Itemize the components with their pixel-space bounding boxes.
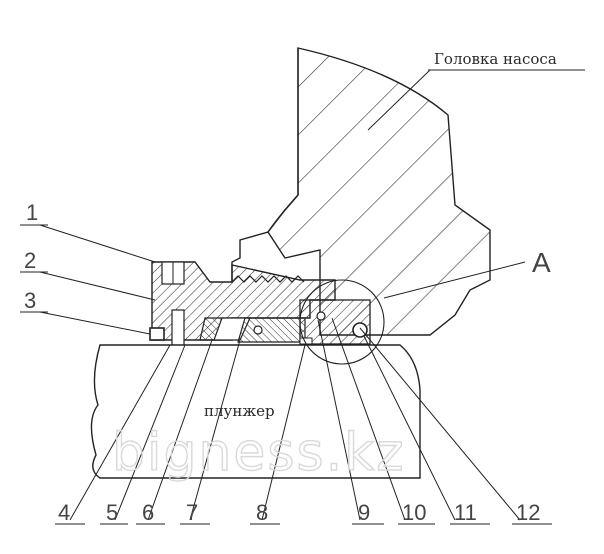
part-number-9: 9 [358,500,370,525]
part-number-5: 5 [106,500,118,525]
seal-rings [149,299,371,345]
leader-lines [20,69,585,525]
pump-head [231,47,491,336]
part-number-2: 2 [24,248,36,273]
plunger [90,344,421,479]
plunger-label: плунжер [204,402,275,420]
part-number-4: 4 [58,500,70,525]
part-number-10: 10 [402,500,426,525]
part-number-7: 7 [186,500,198,525]
pump-head-label: Головка насоса [434,50,557,68]
part-number-1: 1 [26,200,38,225]
watermark: bigness.kz [112,423,406,483]
detail-a-label: A [532,247,551,278]
part-number-11: 11 [454,500,477,525]
part-number-6: 6 [142,500,154,525]
part-number-3: 3 [24,288,36,313]
part-number-8: 8 [256,500,268,525]
part-number-12: 12 [516,500,540,525]
detail-a-circle [299,279,385,365]
